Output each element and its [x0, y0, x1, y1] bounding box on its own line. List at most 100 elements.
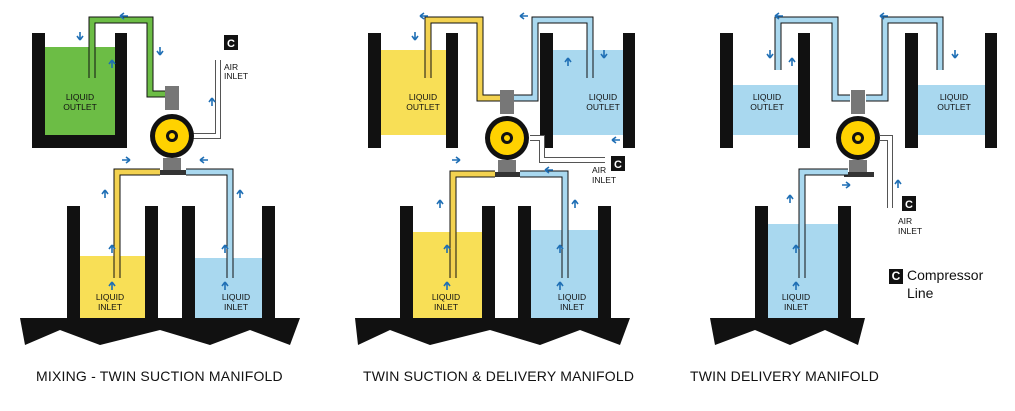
flow-arrow	[108, 281, 116, 290]
flow-arrow	[792, 244, 800, 253]
flow-arrow	[122, 156, 131, 164]
flow-arrow	[411, 32, 419, 41]
svg-text:LIQUID: LIQUID	[782, 292, 810, 302]
svg-text:AIR: AIR	[224, 62, 238, 72]
liquid-outlet-label-1: LIQUID	[66, 92, 94, 102]
compressor-badge-2	[611, 156, 625, 171]
upper-tank-blue-3a	[720, 33, 810, 148]
svg-text:INLET: INLET	[224, 71, 248, 81]
compressor-legend-text: Compressor Line	[907, 267, 984, 301]
svg-text:INLET: INLET	[434, 302, 458, 312]
flow-arrow	[571, 199, 579, 208]
pipe-yellow-1	[114, 169, 160, 278]
green-liquid	[45, 47, 115, 135]
flow-arrow	[156, 47, 164, 56]
svg-text:AIR: AIR	[898, 216, 912, 226]
pipe-yellow-delivery-2	[425, 17, 500, 101]
flow-arrow	[76, 32, 84, 41]
svg-text:LIQUID: LIQUID	[753, 92, 781, 102]
pipe-blue-delivery-3b	[866, 17, 943, 101]
svg-text:LIQUID: LIQUID	[558, 292, 586, 302]
flow-arrow	[108, 59, 116, 68]
flow-arrow	[786, 194, 794, 203]
svg-text:INLET: INLET	[784, 302, 808, 312]
flow-arrow	[436, 199, 444, 208]
caption-delivery: TWIN DELIVERY MANIFOLD	[690, 368, 880, 384]
svg-text:LIQUID: LIQUID	[96, 292, 124, 302]
pump-3	[836, 90, 880, 177]
panel-suction-delivery: LIQUID OUTLET LIQUID OUTLET	[355, 16, 635, 345]
flow-arrow	[556, 244, 564, 253]
flow-arrow	[419, 12, 428, 20]
pipe-yellow-suction-2	[450, 171, 495, 278]
flow-arrow	[108, 244, 116, 253]
flow-arrow	[842, 181, 851, 189]
air-line-2	[530, 136, 605, 162]
svg-text:OUTLET: OUTLET	[586, 102, 620, 112]
flow-arrow	[221, 244, 229, 253]
ground-2	[355, 318, 630, 345]
caption-mixing: MIXING - TWIN SUCTION MANIFOLD	[36, 368, 283, 384]
svg-text:C: C	[614, 159, 622, 171]
legend: C Compressor Line	[887, 265, 1005, 307]
svg-text:LIQUID: LIQUID	[222, 292, 250, 302]
ground-3	[710, 318, 865, 345]
svg-text:INLET: INLET	[224, 302, 248, 312]
svg-text:OUTLET: OUTLET	[406, 102, 440, 112]
air-line-1	[188, 60, 220, 138]
panel-delivery: LIQUID OUTLET LIQUID OUTLET LIQUID INLET	[710, 16, 997, 345]
pump-2	[485, 90, 529, 177]
svg-text:LIQUID: LIQUID	[432, 292, 460, 302]
flow-arrow	[788, 57, 796, 66]
svg-text:INLET: INLET	[592, 175, 616, 185]
flow-arrow	[611, 136, 620, 144]
pipe-green	[89, 17, 168, 97]
flow-arrow	[951, 50, 959, 59]
flow-arrow	[452, 156, 461, 164]
lower-tank-blue-3	[755, 206, 851, 318]
svg-text:OUTLET: OUTLET	[750, 102, 784, 112]
svg-text:AIR: AIR	[592, 165, 606, 175]
flow-arrow	[894, 179, 902, 188]
svg-text:LIQUID: LIQUID	[589, 92, 617, 102]
flow-arrow	[443, 281, 451, 290]
upper-tank-yellow-2	[368, 33, 458, 148]
air-line-3	[880, 136, 892, 208]
flow-arrows	[76, 12, 959, 290]
flow-arrow	[564, 57, 572, 66]
flow-arrow	[792, 281, 800, 290]
svg-text:C: C	[905, 199, 913, 211]
flow-arrow	[443, 244, 451, 253]
flow-arrow	[879, 12, 888, 20]
svg-text:INLET: INLET	[560, 302, 584, 312]
svg-text:LIQUID: LIQUID	[940, 92, 968, 102]
svg-text:C: C	[227, 38, 235, 50]
upper-tank-mixing	[32, 33, 127, 148]
svg-text:INLET: INLET	[98, 302, 122, 312]
svg-text:INLET: INLET	[898, 226, 922, 236]
pipe-blue-suction-3	[799, 169, 848, 278]
flow-arrow	[556, 281, 564, 290]
flow-arrow	[600, 50, 608, 59]
svg-text:OUTLET: OUTLET	[937, 102, 971, 112]
pipe-blue-suction-2	[520, 171, 568, 278]
flow-arrow	[236, 189, 244, 198]
lower-tank-blue-1	[182, 206, 275, 318]
flow-arrow	[221, 281, 229, 290]
compressor-badge-1	[224, 35, 238, 50]
svg-text:OUTLET: OUTLET	[63, 102, 97, 112]
panel-mixing: LIQUID OUTLET	[20, 16, 300, 345]
flow-arrow	[119, 12, 128, 20]
pipe-blue-1	[186, 169, 233, 278]
flow-arrow	[544, 166, 553, 174]
pump-1	[150, 86, 194, 175]
upper-tank-blue-3b	[905, 33, 997, 148]
flow-arrow	[766, 50, 774, 59]
svg-text:LIQUID: LIQUID	[409, 92, 437, 102]
pipe-blue-delivery-3a	[775, 17, 850, 101]
ground-1	[20, 318, 300, 345]
pipe-blue-delivery-2	[514, 17, 593, 101]
flow-arrow	[519, 12, 528, 20]
flow-arrow	[101, 189, 109, 198]
flow-arrow	[208, 97, 216, 106]
